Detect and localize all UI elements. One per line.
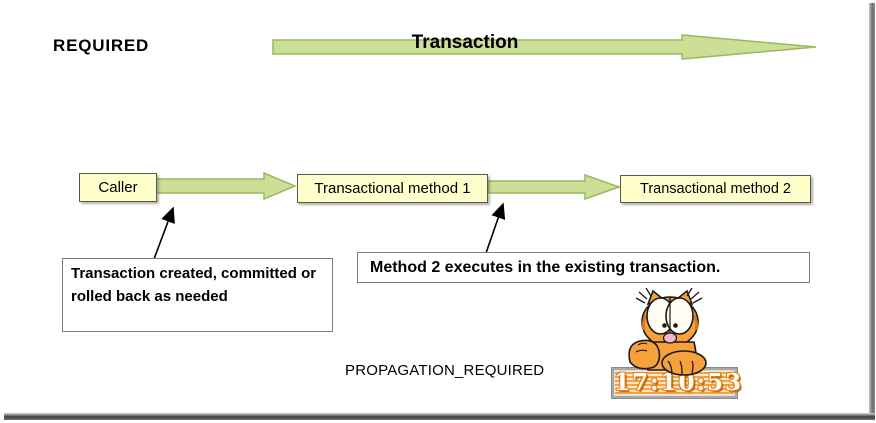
flow-arrow-1-icon <box>156 172 297 200</box>
digital-clock: 17:10:53 <box>612 368 741 398</box>
flow-box-method-1-label: Transactional method 1 <box>314 180 471 197</box>
transaction-arrow-icon <box>272 34 817 60</box>
note-transaction-lifecycle: Transaction created, committed or rolled… <box>62 258 333 332</box>
footer-caption: PROPAGATION_REQUIRED <box>345 362 545 379</box>
flow-box-method-2-label: Transactional method 2 <box>640 181 791 197</box>
pointer-arrow-left-icon <box>153 206 175 260</box>
flow-box-method-1: Transactional method 1 <box>297 174 488 203</box>
transaction-arrow-label: Transaction <box>411 32 519 53</box>
page-title: REQUIRED <box>53 36 150 55</box>
edge-shadow-bottom <box>4 413 875 420</box>
note-method2-existing-transaction: Method 2 executes in the existing transa… <box>357 252 810 283</box>
garfield-mascot-illustration <box>628 288 707 376</box>
flow-box-caller-label: Caller <box>98 179 138 196</box>
flow-arrow-2-icon <box>488 174 621 200</box>
flow-box-caller: Caller <box>79 173 157 202</box>
pointer-arrow-right-icon <box>485 202 506 254</box>
flow-box-method-2: Transactional method 2 <box>620 175 811 203</box>
edge-shadow-right <box>869 3 875 417</box>
